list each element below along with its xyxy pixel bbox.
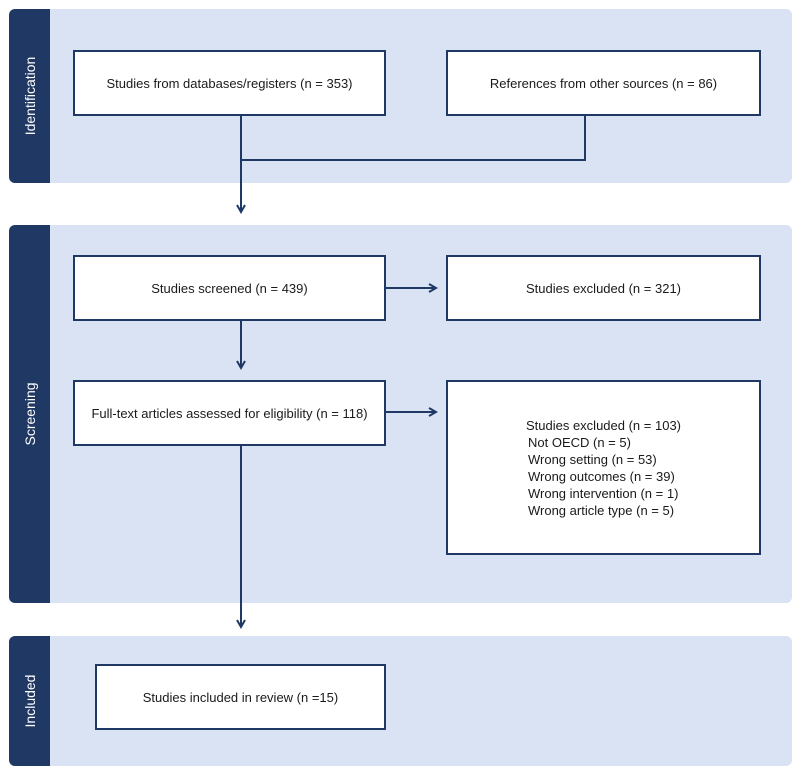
excluded-screening-box: Studies excluded (n = 321) <box>446 255 761 321</box>
exclusion-reason: Wrong article type (n = 5) <box>527 502 675 518</box>
excluded-screening-box-text: Studies excluded (n = 321) <box>525 280 682 296</box>
fulltext-box: Full-text articles assessed for eligibil… <box>73 380 386 446</box>
exclusion-reason: Wrong outcomes (n = 39) <box>527 468 675 484</box>
screened-box: Studies screened (n = 439) <box>73 255 386 321</box>
exclusion-reason: Not OECD (n = 5) <box>527 434 631 450</box>
included-stage-label: Included <box>9 636 50 766</box>
exclusion-reason: Wrong intervention (n = 1) <box>527 485 679 501</box>
screening-stage-label: Screening <box>9 225 50 603</box>
databases-box-text: Studies from databases/registers (n = 35… <box>106 75 353 91</box>
excluded-fulltext-box: Studies excluded (n = 103) Not OECD (n =… <box>446 380 761 555</box>
exclusion-reason: Wrong setting (n = 53) <box>527 451 657 467</box>
fulltext-box-text: Full-text articles assessed for eligibil… <box>91 405 368 421</box>
included-box-text: Studies included in review (n =15) <box>142 689 339 705</box>
other-sources-box-text: References from other sources (n = 86) <box>489 75 718 91</box>
other-sources-box: References from other sources (n = 86) <box>446 50 761 116</box>
databases-box: Studies from databases/registers (n = 35… <box>73 50 386 116</box>
screened-box-text: Studies screened (n = 439) <box>151 280 308 296</box>
excluded-fulltext-title: Studies excluded (n = 103) <box>525 417 682 433</box>
identification-stage-label: Identification <box>9 9 50 183</box>
exclusion-reasons: Studies excluded (n = 103) Not OECD (n =… <box>526 417 681 519</box>
included-box: Studies included in review (n =15) <box>95 664 386 730</box>
